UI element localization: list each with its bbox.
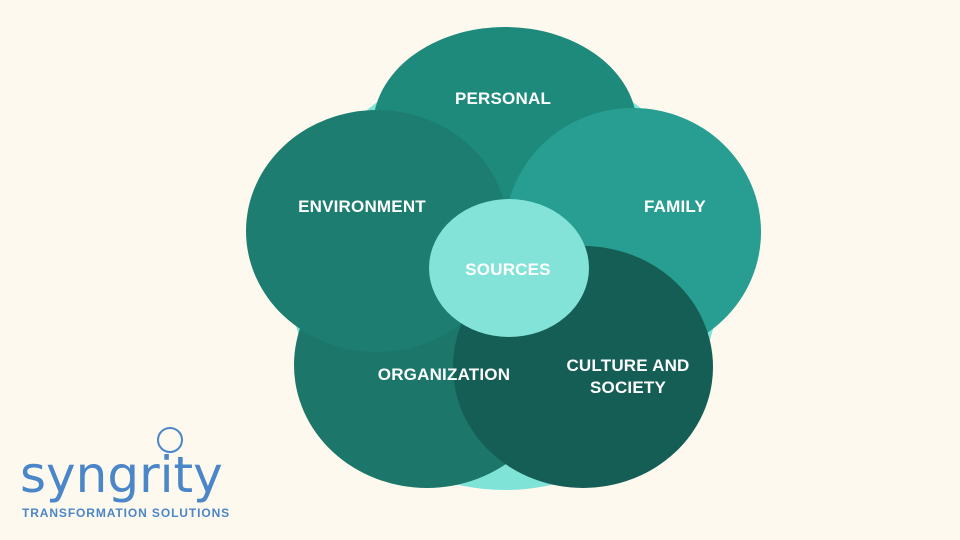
- label-culture-line-1: CULTURE AND: [566, 356, 689, 375]
- label-family: FAMILY: [644, 197, 706, 216]
- logo-tagline: TRANSFORMATION SOLUTIONS: [22, 506, 231, 520]
- label-personal: PERSONAL: [455, 89, 551, 108]
- syngrity-logo: syngrity TRANSFORMATION SOLUTIONS: [14, 424, 234, 524]
- label-organization: ORGANIZATION: [378, 365, 510, 384]
- logo-ring-icon: [157, 427, 183, 453]
- center-sources-circle: [429, 199, 589, 337]
- label-culture-line-2: SOCIETY: [590, 378, 666, 397]
- label-environment: ENVIRONMENT: [298, 197, 426, 216]
- logo-wordmark: syngrity: [20, 446, 223, 504]
- label-sources: SOURCES: [465, 260, 550, 279]
